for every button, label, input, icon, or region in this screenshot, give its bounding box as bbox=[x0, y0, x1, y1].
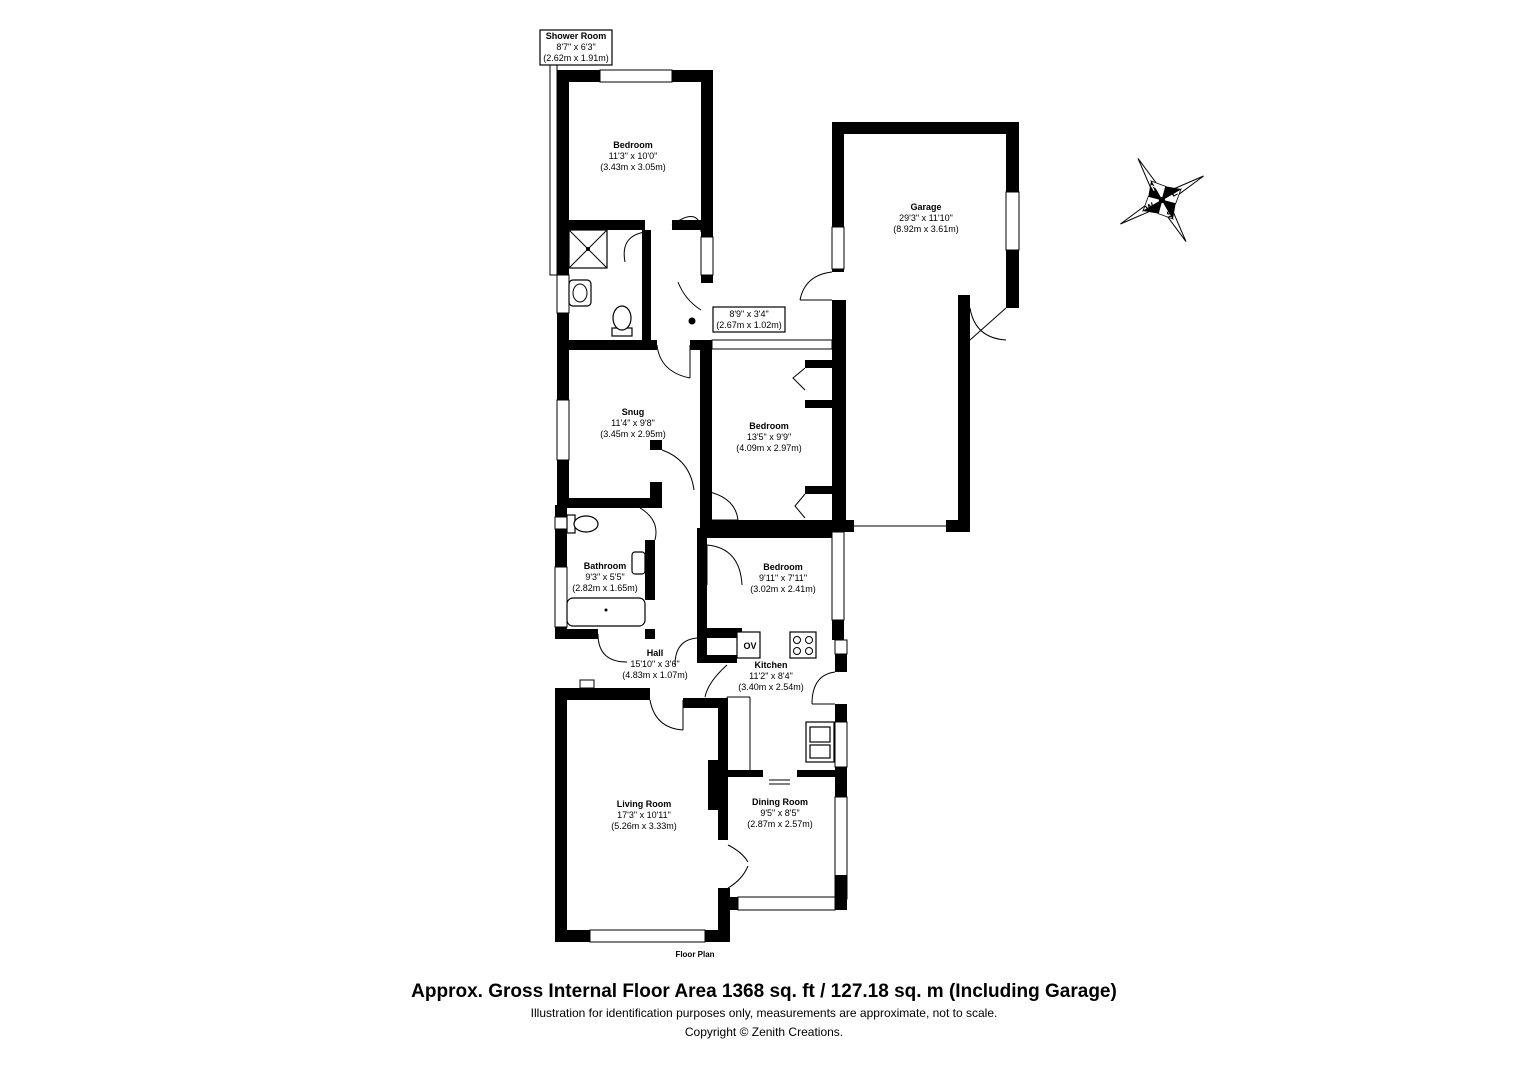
french-door-2 bbox=[727, 865, 749, 889]
living-room-walls bbox=[555, 679, 730, 943]
shower-room-metric: (2.62m x 1.91m) bbox=[543, 53, 609, 63]
living-room-name: Living Room bbox=[617, 799, 672, 809]
bedroom1-name: Bedroom bbox=[613, 140, 653, 150]
bedroom3-imperial: 9'11" x 7'11" bbox=[759, 573, 807, 583]
bedroom2-imperial: 13'5" x 9'9" bbox=[747, 432, 791, 442]
bedroom2-metric: (4.09m x 2.97m) bbox=[736, 443, 802, 453]
room-labels: Shower Room 8'7" x 6'3" (2.62m x 1.91m) … bbox=[539, 29, 959, 831]
door-bathroom bbox=[597, 633, 628, 663]
floor-plan-label: Floor Plan bbox=[675, 950, 715, 959]
snug-imperial: 11'4" x 9'8" bbox=[611, 418, 655, 428]
door-landing bbox=[677, 281, 702, 311]
oven-label: OV bbox=[743, 641, 756, 651]
hall-metric: (4.83m x 1.07m) bbox=[622, 670, 688, 680]
bedroom3-walls bbox=[707, 528, 845, 640]
snug-metric: (3.45m x 2.95m) bbox=[600, 429, 666, 439]
compass-icon: N E S W bbox=[1120, 158, 1204, 242]
kitchen-fixtures bbox=[726, 631, 835, 785]
bedroom2-name: Bedroom bbox=[749, 421, 789, 431]
bedroom1-metric: (3.43m x 3.05m) bbox=[600, 162, 666, 172]
compass-e: E bbox=[1169, 187, 1179, 199]
bathroom-walls bbox=[554, 505, 742, 639]
garage-side-door bbox=[799, 271, 833, 301]
garage-name: Garage bbox=[910, 202, 941, 212]
dining-room-name: Dining Room bbox=[752, 797, 808, 807]
garage-walls bbox=[831, 122, 1020, 532]
bathroom-name: Bathroom bbox=[584, 561, 627, 571]
door-kitchen-hall bbox=[704, 664, 728, 698]
garage-imperial: 29'3" x 11'10" bbox=[899, 213, 953, 223]
living-room-metric: (5.26m x 3.33m) bbox=[611, 821, 677, 831]
copyright-text: Copyright © Zenith Creations. bbox=[684, 1025, 844, 1039]
door-snug bbox=[656, 344, 691, 379]
bathroom-metric: (2.82m x 1.65m) bbox=[572, 583, 638, 593]
door-bedroom-top bbox=[671, 216, 702, 233]
door-bedroom3 bbox=[706, 544, 743, 586]
kitchen-back-door bbox=[811, 671, 836, 705]
shower-room-label-box bbox=[539, 29, 613, 66]
kitchen-metric: (3.40m x 2.54m) bbox=[738, 682, 804, 692]
landing-imperial: 8'9" x 3'4" bbox=[729, 309, 768, 319]
door-bath-hall bbox=[639, 507, 657, 541]
shower-room-fixtures bbox=[549, 64, 646, 337]
wardrobe-door-1 bbox=[792, 367, 806, 391]
disclaimer-text: Illustration for identification purposes… bbox=[530, 1006, 998, 1020]
door-bedroom2 bbox=[699, 489, 739, 521]
dining-room-walls bbox=[728, 796, 848, 911]
shower-room-name: Shower Room bbox=[546, 31, 607, 41]
wardrobe-door-2 bbox=[794, 493, 806, 519]
door-snug-hall bbox=[661, 449, 695, 491]
dining-room-metric: (2.87m x 2.57m) bbox=[747, 819, 813, 829]
hall-name: Hall bbox=[647, 648, 664, 658]
hall-imperial: 15'10" x 3'6" bbox=[630, 659, 679, 669]
snug-name: Snug bbox=[622, 407, 645, 417]
garage-metric: (8.92m x 3.61m) bbox=[893, 224, 959, 234]
bedroom-top-walls bbox=[557, 69, 714, 340]
kitchen-name: Kitchen bbox=[754, 660, 787, 670]
garage-rear-door bbox=[969, 307, 1007, 341]
door-hall-kitchen bbox=[674, 637, 698, 666]
french-door-1 bbox=[727, 844, 749, 863]
bathroom-imperial: 9'3" x 5'5" bbox=[585, 572, 624, 582]
bedroom3-metric: (3.02m x 2.41m) bbox=[750, 584, 816, 594]
bedroom3-name: Bedroom bbox=[763, 562, 803, 572]
bedroom1-imperial: 11'3" x 10'0" bbox=[609, 151, 658, 161]
compass-n: N bbox=[1149, 181, 1160, 193]
dining-room-imperial: 9'5" x 8'5" bbox=[760, 808, 799, 818]
landing-metric: (2.67m x 1.02m) bbox=[716, 320, 782, 330]
kitchen-walls bbox=[697, 638, 848, 797]
door-living-room bbox=[649, 699, 684, 731]
landing-label-box bbox=[712, 306, 786, 333]
bathroom-fixtures bbox=[566, 514, 646, 627]
living-room-imperial: 17'3" x 10'11" bbox=[617, 810, 671, 820]
shower-room-imperial: 8'7" x 6'3" bbox=[556, 42, 595, 52]
middle-block-walls bbox=[556, 300, 846, 530]
floor-area-title: Approx. Gross Internal Floor Area 1368 s… bbox=[411, 981, 1117, 1002]
compass-s: S bbox=[1165, 208, 1175, 220]
kitchen-imperial: 11'2" x 8'4" bbox=[749, 671, 793, 681]
